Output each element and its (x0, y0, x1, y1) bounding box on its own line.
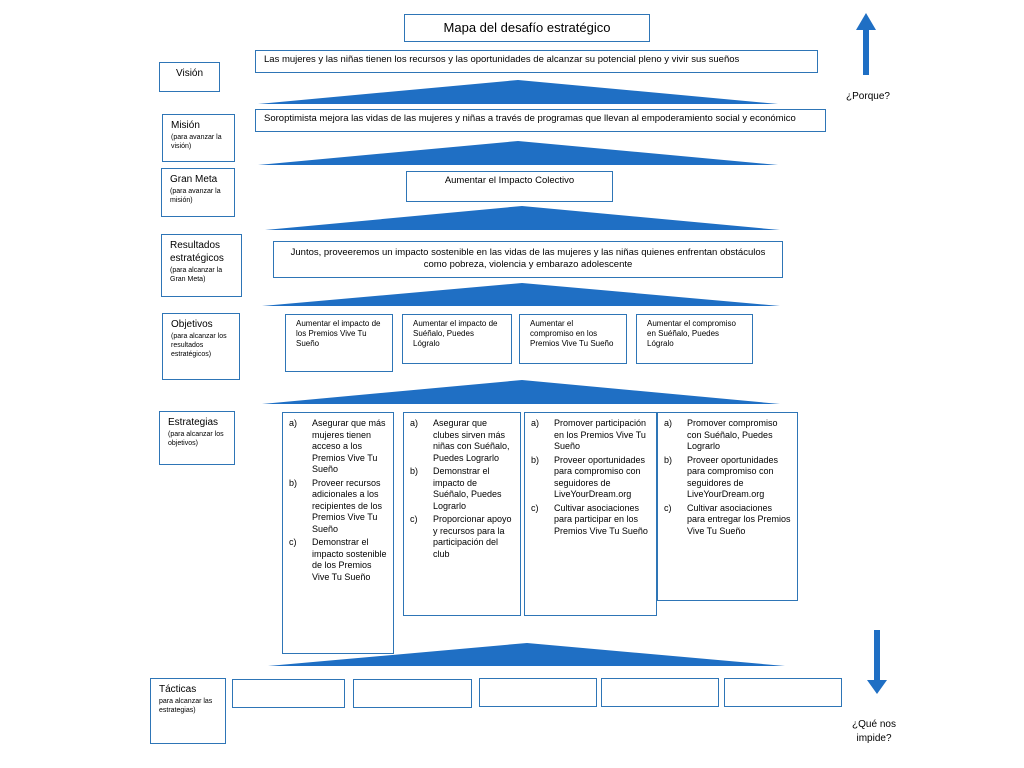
triangle-mision (258, 141, 778, 165)
estrategias-label: Estrategias (para alcanzar los objetivos… (159, 411, 235, 465)
tactica-box-2 (353, 679, 472, 708)
triangle-vision (258, 80, 778, 104)
diagram-title: Mapa del desafío estratégico (404, 14, 650, 42)
estrategia-column-2: a)Asegurar que clubes sirven más niñas c… (403, 412, 521, 616)
up-arrow-icon (856, 13, 876, 75)
gran-meta-label: Gran Meta (para avanzar la misión) (161, 168, 235, 217)
why-label: ¿Porque? (846, 91, 890, 102)
triangle-gran-meta (265, 206, 780, 230)
estrategia-item: a)Asegurar que más mujeres tienen acceso… (289, 418, 386, 474)
estrategia-column-3: a)Promover participación en los Premios … (524, 412, 657, 616)
triangle-estrategias (268, 643, 785, 666)
objetivo-1: Aumentar el impacto de los Premios Vive … (285, 314, 393, 372)
triangle-objetivos (262, 380, 780, 404)
estrategia-item: c)Proporcionar apoyo y recursos para la … (410, 514, 512, 559)
tactica-box-4 (601, 678, 719, 707)
estrategia-column-1: a)Asegurar que más mujeres tienen acceso… (282, 412, 394, 654)
vision-label: Visión (159, 62, 220, 92)
resultados-label: Resultados estratégicos (para alcanzar l… (161, 234, 242, 297)
estrategia-item: b)Proveer recursos adicionales a los rec… (289, 477, 383, 534)
objetivos-label: Objetivos (para alcanzar los resultados … (162, 313, 240, 380)
estrategia-item: b)Demonstrar el impacto de Suéñalo, Pued… (410, 466, 502, 511)
resultados-statement: Juntos, proveeremos un impacto sostenibl… (273, 241, 783, 278)
objetivo-3: Aumentar el compromiso en los Premios Vi… (519, 314, 627, 364)
estrategia-item: a)Promover participación en los Premios … (531, 418, 647, 451)
estrategia-item: a)Promover compromiso con Suéñalo, Puede… (664, 418, 778, 451)
tactica-box-1 (232, 679, 345, 708)
tactica-box-5 (724, 678, 842, 707)
estrategia-item: b)Proveer oportunidades para compromiso … (664, 454, 779, 500)
objetivo-2: Aumentar el impacto de Suéñalo, Puedes L… (402, 314, 512, 364)
estrategia-item: c)Demonstrar el impacto sostenible de lo… (289, 537, 387, 582)
estrategia-item: b)Proveer oportunidades para compromiso … (531, 454, 646, 500)
estrategia-column-4: a)Promover compromiso con Suéñalo, Puede… (657, 412, 798, 601)
mision-label: Misión (para avanzar la visión) (162, 114, 235, 162)
estrategia-item: c)Cultivar asociaciones para participar … (531, 502, 648, 536)
estrategia-item: a)Asegurar que clubes sirven más niñas c… (410, 418, 510, 463)
tactica-box-3 (479, 678, 597, 707)
estrategia-item: c)Cultivar asociaciones para entregar lo… (664, 502, 791, 536)
objetivo-4: Aumentar el compromiso en Suéñalo, Puede… (636, 314, 753, 364)
tacticas-label: Tácticas para alcanzar las estrategias) (150, 678, 226, 744)
gran-meta-statement: Aumentar el Impacto Colectivo (406, 171, 613, 202)
vision-statement: Las mujeres y las niñas tienen los recur… (255, 50, 818, 73)
down-arrow-icon (867, 630, 887, 694)
triangle-resultados (262, 283, 780, 306)
mision-statement: Soroptimista mejora las vidas de las muj… (255, 109, 826, 132)
